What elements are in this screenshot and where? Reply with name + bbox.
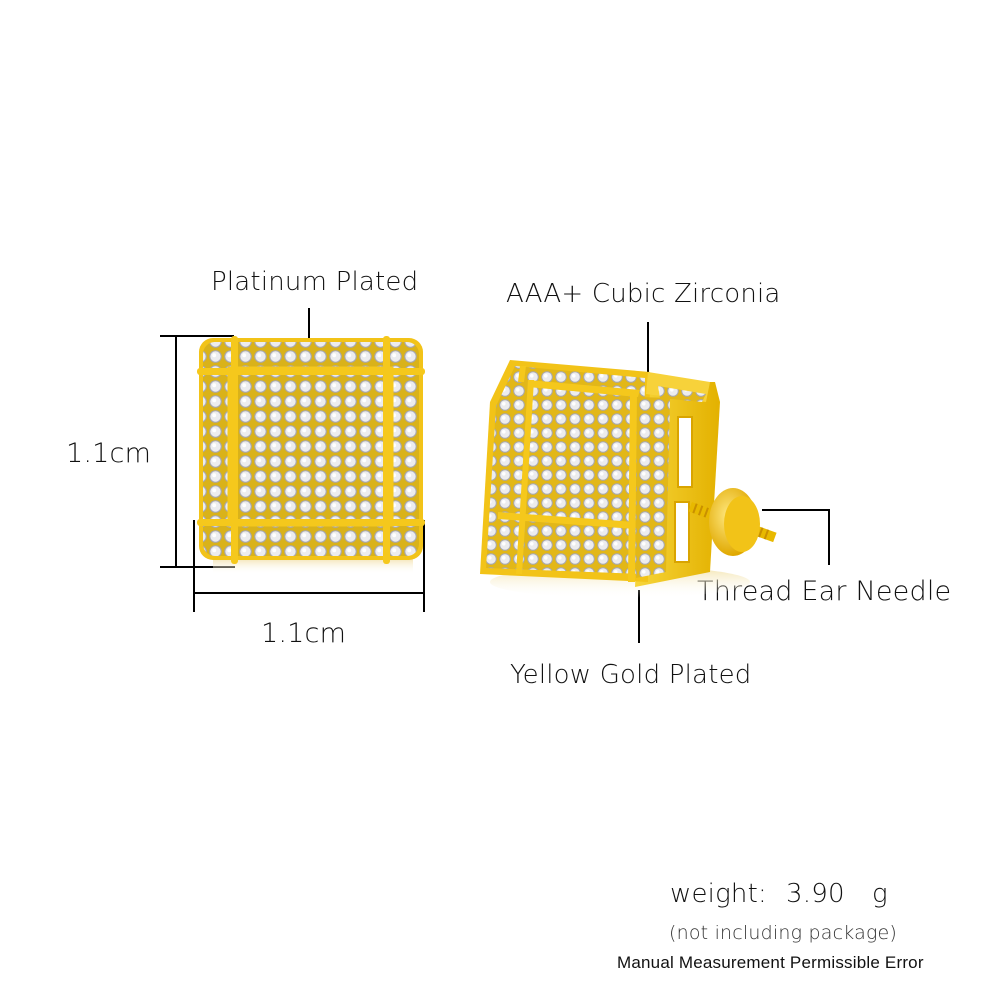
dimension-line-height xyxy=(175,336,177,567)
weight-note: (not including package) xyxy=(669,922,898,944)
earring-angled-view xyxy=(470,342,810,602)
dimension-line-width xyxy=(193,592,425,594)
dimension-tick-top xyxy=(160,335,234,337)
callout-line-needle-v xyxy=(828,509,830,565)
label-yellow-gold-plated: Yellow Gold Plated xyxy=(510,660,752,690)
dimension-tick-bottom xyxy=(160,566,235,568)
callout-line-platinum xyxy=(308,308,310,348)
weight-label: weight: xyxy=(670,879,767,909)
callout-line-gold xyxy=(638,590,640,643)
dimension-tick-left xyxy=(193,520,195,612)
dimension-tick-right xyxy=(423,520,425,612)
earring-angled-image xyxy=(480,360,777,598)
callout-line-zirconia xyxy=(647,322,649,382)
label-cubic-zirconia: AAA+ Cubic Zirconia xyxy=(506,279,781,309)
label-height-dimension: 1.1cm xyxy=(66,438,152,469)
earring-front-view xyxy=(193,334,429,574)
earring-front-image xyxy=(197,336,425,574)
label-width-dimension: 1.1cm xyxy=(261,618,347,649)
weight-unit: g xyxy=(872,879,888,909)
weight-value: 3.90 xyxy=(786,879,845,909)
measurement-disclaimer: Manual Measurement Permissible Error xyxy=(617,953,924,972)
callout-line-needle-h xyxy=(762,509,830,511)
label-platinum-plated: Platinum Plated xyxy=(211,267,419,297)
